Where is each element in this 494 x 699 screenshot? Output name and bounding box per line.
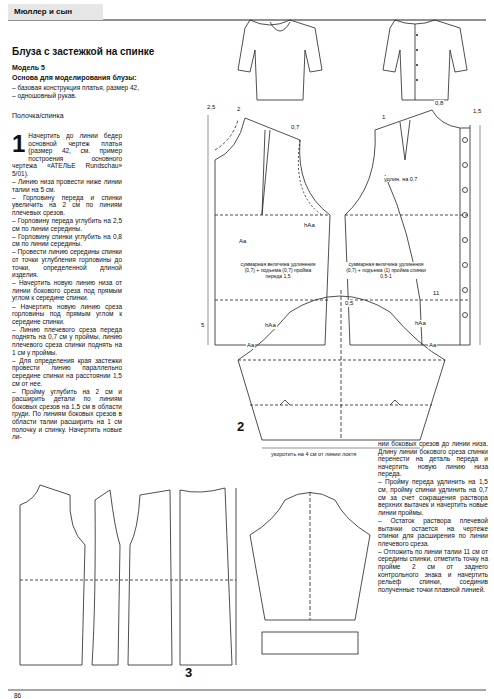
figure-number: 2 (236, 420, 245, 435)
body-text: – Пройму углубить на 2 см и расширить де… (12, 388, 122, 441)
dimension-label: 0,7 (290, 124, 300, 131)
figure-number: 3 (184, 666, 193, 681)
note-label: удлин. на 0,7 (383, 176, 418, 182)
body-text: нии боковых срезов до линии низа. Длину … (378, 440, 488, 478)
note-text: – одношовный рукав. (12, 92, 77, 99)
point-label: Аа (428, 342, 437, 349)
body-text: Начертить до линии бедер основной чертеж… (12, 132, 122, 178)
dimension-label: 5 (200, 322, 205, 329)
page-title: Блуза с застежкой на спинке (12, 46, 154, 58)
point-label: Аа (246, 342, 255, 349)
body-text: – Линию низа провести ниже линии талии н… (12, 178, 122, 193)
model-number: Модель 5 (12, 64, 45, 72)
body-text: – Горловину спинки углубить на 0,8 см по… (12, 233, 122, 248)
text-column: 1Начертить до линии бедер основной черте… (12, 132, 122, 441)
point-label: hАа (414, 320, 427, 327)
note-label: укоротить на 4 см от линии локтя (270, 451, 357, 457)
running-header: Мюллер и сын (14, 7, 72, 16)
body-text: – Начертить новую линию низа от линии бо… (12, 279, 122, 302)
point-label: hАа (303, 222, 316, 229)
section-heading: Полочка/спинка (12, 112, 64, 120)
dimension-label: 2 (236, 106, 241, 113)
body-text: – Горловину переда углубить на 2,5 см по… (12, 217, 122, 232)
dimension-label: 11 (432, 290, 440, 297)
body-text: – Провести линию середины спинки от точк… (12, 248, 122, 278)
body-text: – Отложить по линии талии 11 см от серед… (378, 548, 488, 594)
point-label: hАа (264, 322, 277, 329)
dimension-label: 0,8 (434, 100, 444, 107)
step-number: 1 (12, 132, 25, 156)
dimension-label: 0,5 (344, 300, 354, 307)
dimension-label: 2,5 (206, 104, 216, 111)
body-text: – Пройму переда удлинить на 1,5 см, прой… (378, 478, 488, 516)
body-text: – Начертить новую линию среза горловины … (12, 303, 122, 326)
section-heading: Основа для моделирования блузы: (12, 74, 136, 82)
page-number: 86 (14, 692, 21, 699)
body-text: – Остаток раствора плечевой вытачки оста… (378, 517, 488, 547)
note-text: – базовая конструкция платья, размер 42, (12, 84, 139, 91)
body-text: – Для определения края застежки провести… (12, 357, 122, 387)
dimension-label: 1 (381, 114, 386, 121)
body-text: – Горловину переда и спинки увеличить на… (12, 194, 122, 217)
note-label: суммарная величина удлинения (0,7) + под… (238, 262, 318, 279)
text-column: нии боковых срезов до линии низа. Длину … (378, 440, 488, 594)
note-label: суммарная величина удлинения (0,7) + под… (345, 262, 427, 279)
point-label: Аа (238, 238, 247, 245)
body-text: – Линию плечевого среза переда поднять н… (12, 326, 122, 356)
dimension-label: 1,5 (472, 108, 482, 115)
